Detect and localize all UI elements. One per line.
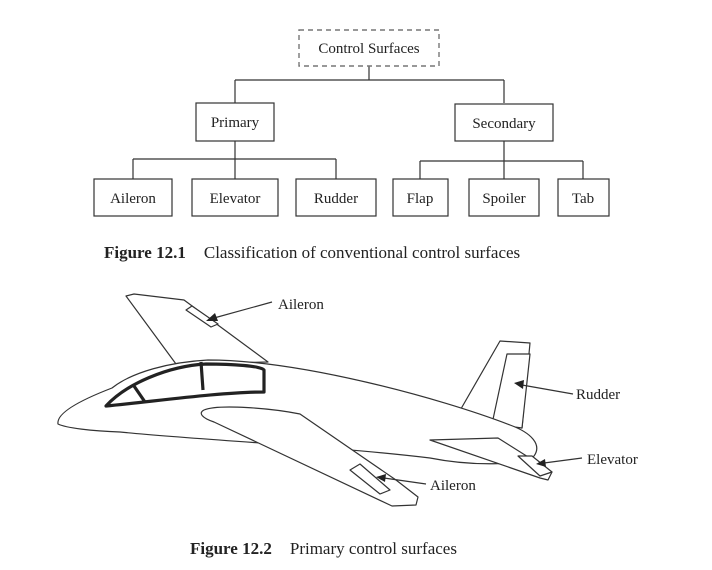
tab-node-label: Tab bbox=[572, 191, 594, 207]
root-node-label: Control Surfaces bbox=[318, 41, 419, 57]
primary-node-box bbox=[195, 102, 275, 142]
elevator-label: Elevator bbox=[587, 452, 638, 468]
upper-aileron-surface bbox=[185, 305, 219, 328]
spoiler-node-box bbox=[468, 178, 540, 217]
horizontal-stabilizer bbox=[429, 437, 553, 481]
figure-12-1-caption: Figure 12.1 Classification of convention… bbox=[104, 243, 520, 262]
secondary-node-label: Secondary bbox=[472, 116, 536, 132]
airplane-drawing bbox=[57, 293, 553, 507]
figure-12-2-number: Figure 12.2 bbox=[190, 539, 272, 558]
canopy bbox=[104, 362, 266, 408]
secondary-node-box bbox=[454, 103, 554, 142]
tab-node-box bbox=[557, 178, 610, 217]
figure-12-2-caption: Figure 12.2 Primary control surfaces bbox=[190, 539, 457, 558]
elevator-leader bbox=[543, 457, 583, 464]
aileron-top-label: Aileron bbox=[278, 297, 324, 313]
rudder-label: Rudder bbox=[576, 387, 620, 403]
figure-12-1-text: Classification of conventional control s… bbox=[204, 243, 520, 262]
elevator-arrowhead bbox=[536, 459, 546, 467]
upper-wing bbox=[125, 293, 269, 365]
aileron-bottom-arrowhead bbox=[376, 474, 386, 482]
aileron-node-label: Aileron bbox=[110, 191, 156, 207]
rudder-node-label: Rudder bbox=[314, 191, 358, 207]
canopy-frame bbox=[132, 361, 205, 403]
aileron-bottom-label: Aileron bbox=[430, 478, 476, 494]
aileron-top-arrowhead bbox=[206, 313, 218, 321]
rudder-leader bbox=[521, 384, 574, 395]
elevator-surface bbox=[517, 455, 553, 477]
classification-tree: Control Surfaces Primary Secondary Ailer… bbox=[93, 29, 610, 217]
elevator-node-box bbox=[191, 178, 279, 217]
elevator-node-label: Elevator bbox=[210, 191, 261, 207]
figure-12-2-text: Primary control surfaces bbox=[290, 539, 457, 558]
flap-node-box bbox=[392, 178, 449, 217]
root-node-box bbox=[298, 29, 440, 67]
aileron-top-leader bbox=[213, 301, 273, 319]
rudder-node-box bbox=[295, 178, 377, 217]
rudder-arrowhead bbox=[514, 380, 524, 389]
flap-node-label: Flap bbox=[407, 191, 434, 207]
spoiler-node-label: Spoiler bbox=[482, 191, 525, 207]
figure-12-1-number: Figure 12.1 bbox=[104, 243, 186, 262]
label-leaders bbox=[206, 301, 583, 485]
primary-node-label: Primary bbox=[211, 115, 260, 131]
aileron-bottom-leader bbox=[383, 477, 427, 485]
aileron-node-box bbox=[93, 178, 173, 217]
lower-aileron-surface bbox=[349, 463, 391, 495]
